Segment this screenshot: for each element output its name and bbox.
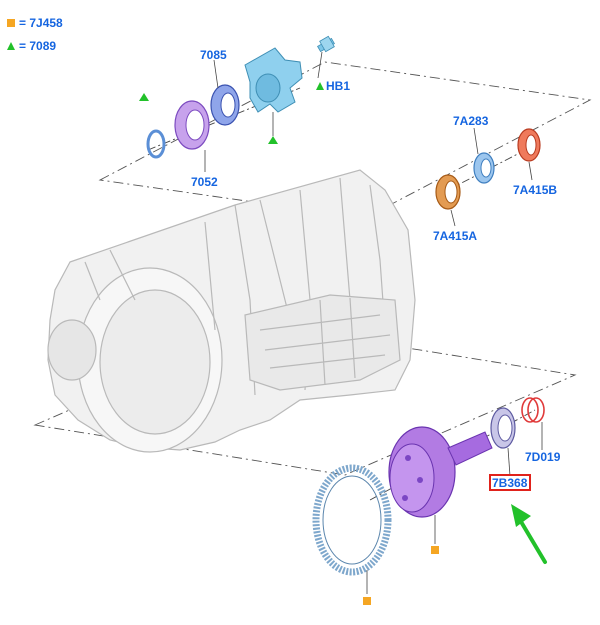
- label-hb1: HB1: [326, 79, 350, 93]
- callout-arrow: [511, 504, 547, 564]
- right-upper-parts: 7A415A 7A283 7A415B: [433, 114, 557, 243]
- carrier-pin-3: [402, 495, 408, 501]
- label-7b368: 7B368: [492, 476, 528, 490]
- bolt-triangle-marker: [316, 82, 324, 90]
- legend-square-text: = 7J458: [19, 16, 63, 30]
- highlight-box-7b368: [489, 474, 531, 491]
- bolt-hb1: [317, 35, 335, 53]
- carrier-shaft: [447, 431, 493, 466]
- label-7a283: 7A283: [453, 114, 489, 128]
- carrier-pin-1: [405, 455, 411, 461]
- bolt-leader: [317, 51, 323, 79]
- label-7a415a: 7A415A: [433, 229, 477, 243]
- flange-triangle-marker: [268, 136, 278, 144]
- washer-7b368-inner: [497, 414, 513, 442]
- label-7085: 7085: [200, 48, 227, 62]
- legend: = 7J458 = 7089: [7, 16, 63, 53]
- housing-bell-core: [47, 319, 97, 381]
- legend-triangle-text: = 7089: [19, 39, 56, 53]
- pump-flange-hub: [255, 73, 281, 103]
- leader-7a415a: [450, 209, 456, 227]
- seal-7d019-1: [521, 397, 539, 423]
- seal-7d019-2: [527, 397, 545, 423]
- transmission-housing: [47, 169, 416, 453]
- ring-7a415a-inner: [444, 180, 458, 204]
- tone-ring-outer: [312, 464, 392, 576]
- carrier-pin-2: [417, 477, 423, 483]
- tone-ring-square-marker: [363, 597, 371, 605]
- leader-7085: [213, 59, 219, 89]
- label-7d019: 7D019: [525, 450, 561, 464]
- label-7a415b: 7A415B: [513, 183, 557, 197]
- housing-details: [259, 297, 391, 386]
- tone-ring-inner: [322, 475, 382, 565]
- leader-7a415b: [528, 161, 533, 181]
- ring-7a415b-inner: [525, 134, 537, 156]
- carrier-face: [389, 443, 435, 513]
- housing-bell-inner: [99, 289, 211, 435]
- leader-7b368: [507, 447, 511, 477]
- seal-7052-inner: [185, 109, 205, 141]
- upper-parts: HB1 7085 7052: [139, 35, 350, 189]
- ring-7a283-inner: [480, 158, 492, 178]
- label-7052: 7052: [191, 175, 218, 189]
- snap-ring-7089: [146, 129, 166, 159]
- bearing-7085-inner: [220, 92, 236, 118]
- legend-triangle-marker: [7, 42, 15, 50]
- legend-square-marker: [7, 19, 15, 27]
- snap-ring-triangle-marker: [139, 93, 149, 101]
- lower-parts: 7B368 7D019: [312, 397, 561, 605]
- carrier-square-marker: [431, 546, 439, 554]
- leader-7a283: [473, 127, 479, 155]
